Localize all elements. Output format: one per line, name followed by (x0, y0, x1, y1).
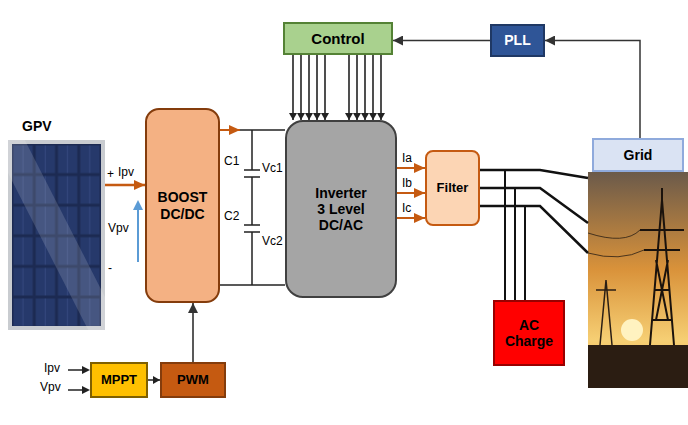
mppt-box: MPPT (90, 362, 148, 398)
node-text: BOOST DC/DC (153, 189, 212, 221)
wire-tap-line (514, 188, 516, 300)
arrow-connector (393, 40, 490, 41)
signal-label: + (107, 168, 114, 182)
signal-label: C2 (224, 210, 239, 224)
converter-box: BOOST DC/DC (145, 108, 220, 303)
signal-label: Vc2 (262, 235, 283, 249)
arrow-connector (480, 170, 588, 253)
connector-line (397, 192, 425, 194)
node-text: AC Charge (503, 317, 555, 349)
signal-label: Vc1 (262, 162, 283, 176)
connector-line (300, 55, 302, 120)
grid-photo (588, 172, 688, 388)
node-text: PLL (504, 32, 530, 48)
edge-label: Ipv (118, 166, 134, 180)
signal-label: Ib (402, 177, 412, 191)
pll-box: PLL (490, 24, 545, 57)
connector-line (545, 41, 640, 139)
signal-label: Ipv (44, 362, 60, 376)
arrow-connector (193, 303, 194, 362)
solar-panel (8, 140, 105, 330)
signal-label: Ic (402, 202, 411, 216)
arrow-connector (397, 168, 425, 218)
input-arrowhead (82, 366, 90, 394)
node-text: Inverter 3 Level DC/AC (311, 185, 371, 233)
connector-line (105, 184, 145, 187)
signal-label: - (108, 262, 112, 276)
connector-line (240, 129, 285, 131)
node-text: Filter (437, 181, 469, 196)
node-text: Grid (592, 138, 684, 172)
connector-line (397, 217, 425, 219)
connector-line (316, 55, 318, 120)
node-text: Control (311, 30, 364, 47)
inverter-box: Inverter 3 Level DC/AC (285, 120, 397, 298)
connector-line (480, 170, 588, 178)
signal-label: Vpv (108, 222, 129, 236)
connector-line (324, 55, 326, 120)
input-arrow (68, 370, 84, 390)
connector-line (192, 303, 194, 362)
wire-tap-line (524, 206, 526, 300)
node-text: MPPT (101, 373, 137, 388)
node-text: GPV (8, 118, 52, 134)
pwm-box: PWM (160, 362, 226, 398)
signal-label: C1 (224, 155, 239, 169)
connector-line (356, 55, 358, 120)
filter-box: Filter (425, 150, 480, 226)
connector-line (292, 55, 294, 120)
node-text: PWM (177, 373, 209, 388)
control-box: Control (283, 22, 393, 55)
connector-line (380, 55, 382, 120)
connector-line (480, 206, 588, 253)
pv-generator: GPV (8, 118, 105, 330)
grid-block: Grid (588, 138, 688, 388)
connector-line (148, 379, 160, 381)
arrow-connector (545, 41, 640, 139)
arrow-connector (220, 130, 285, 285)
signal-label: Vpv (40, 381, 61, 395)
voltage-arrow (133, 200, 143, 262)
connector-line (393, 40, 490, 42)
signal-label: Ia (402, 152, 412, 166)
arrow-connector (105, 185, 145, 186)
capacitor-symbol (244, 130, 260, 285)
connector-line (220, 284, 285, 286)
wire-tap-line (504, 170, 506, 300)
connector-line (220, 129, 240, 131)
connector-line (372, 55, 374, 120)
connector-line (364, 55, 366, 120)
load-box: AC Charge (493, 300, 565, 366)
arrow-connector (293, 55, 381, 120)
connector-line (397, 167, 425, 169)
arrow-connector (148, 380, 160, 381)
connector-line (308, 55, 310, 120)
connector-line (348, 55, 350, 120)
wire-tap (505, 170, 525, 300)
